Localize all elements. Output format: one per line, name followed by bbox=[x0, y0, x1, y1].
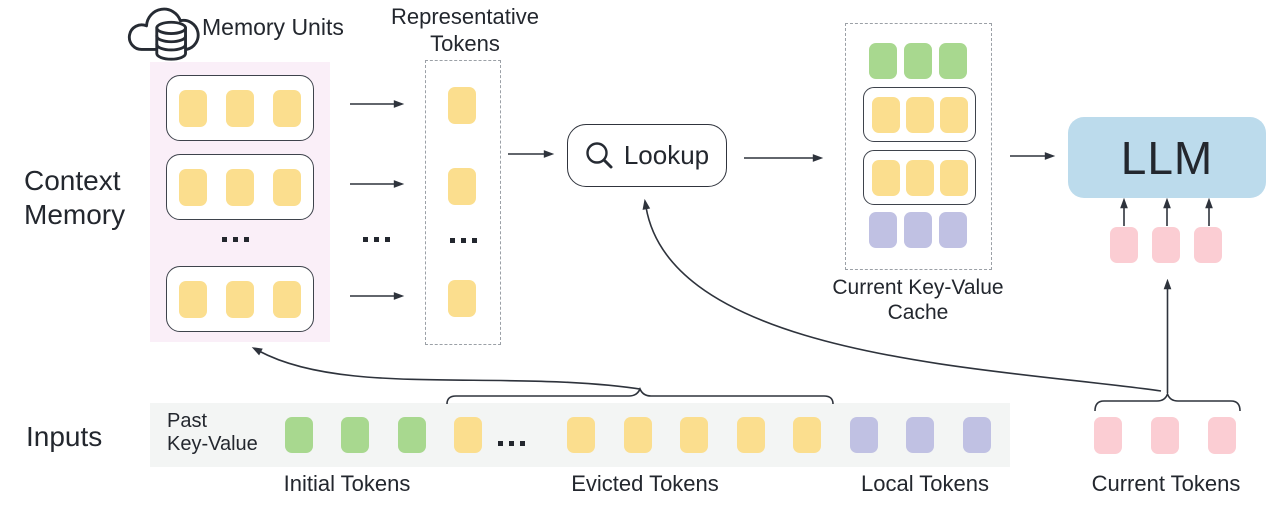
arrow-evicted-to-memory bbox=[251, 347, 641, 390]
memory-token bbox=[273, 89, 301, 127]
memory-unit-3 bbox=[166, 266, 314, 332]
memory-token bbox=[226, 168, 254, 206]
representative-tokens-label: Representative Tokens bbox=[391, 4, 539, 56]
ellipsis bbox=[450, 238, 477, 243]
local-token bbox=[904, 212, 932, 248]
memory-unit-2 bbox=[166, 154, 314, 220]
memory-token bbox=[905, 96, 934, 133]
context-memory-panel bbox=[150, 62, 330, 342]
llm-label: LLM bbox=[1120, 131, 1214, 184]
local-tokens-label: Local Tokens bbox=[860, 471, 989, 496]
current-token bbox=[1208, 417, 1236, 454]
initial-token bbox=[869, 43, 897, 79]
memory-token bbox=[226, 280, 254, 318]
current-tokens-label: Current Tokens bbox=[1091, 471, 1241, 496]
memory-token bbox=[939, 96, 968, 133]
llm-input-token bbox=[1110, 227, 1138, 263]
evicted-token bbox=[454, 417, 482, 453]
initial-token bbox=[341, 417, 369, 453]
memory-token bbox=[226, 89, 254, 127]
brace-evicted-tokens bbox=[446, 386, 834, 405]
initial-token bbox=[285, 417, 313, 453]
evicted-tokens-label: Evicted Tokens bbox=[571, 471, 719, 496]
memory-token bbox=[273, 168, 301, 206]
initial-token bbox=[904, 43, 932, 79]
kv-cache-box bbox=[845, 23, 992, 270]
cache-initial-tokens bbox=[869, 43, 967, 79]
evicted-token bbox=[793, 417, 821, 453]
local-token bbox=[869, 212, 897, 248]
cloud-database-icon bbox=[127, 7, 200, 61]
magnifier-icon bbox=[586, 141, 613, 168]
cache-memory-unit bbox=[863, 87, 976, 142]
memory-token bbox=[939, 159, 968, 196]
current-token bbox=[1094, 417, 1122, 454]
representative-token bbox=[448, 168, 476, 205]
memory-token bbox=[179, 89, 207, 127]
memory-token bbox=[871, 96, 900, 133]
lookup-button: Lookup bbox=[567, 124, 727, 187]
local-token bbox=[939, 212, 967, 248]
llm-box: LLM bbox=[1068, 117, 1266, 198]
llm-input-token bbox=[1152, 227, 1180, 263]
ellipsis bbox=[363, 237, 390, 242]
memory-units-label: Memory Units bbox=[202, 14, 344, 40]
cache-memory-unit bbox=[863, 150, 976, 205]
initial-token bbox=[939, 43, 967, 79]
local-token bbox=[906, 417, 934, 453]
representative-tokens-box bbox=[425, 60, 501, 345]
evicted-token bbox=[737, 417, 765, 453]
local-token bbox=[963, 417, 991, 453]
representative-token bbox=[448, 280, 476, 317]
initial-token bbox=[398, 417, 426, 453]
initial-tokens-label: Initial Tokens bbox=[283, 471, 411, 496]
llm-input-token bbox=[1194, 227, 1222, 263]
memory-token bbox=[179, 168, 207, 206]
evicted-token bbox=[624, 417, 652, 453]
inputs-label: Inputs bbox=[26, 421, 103, 452]
local-token bbox=[850, 417, 878, 453]
cache-local-tokens bbox=[869, 212, 967, 248]
lookup-label: Lookup bbox=[623, 140, 710, 170]
memory-unit-1 bbox=[166, 75, 314, 141]
memory-token bbox=[179, 280, 207, 318]
representative-token bbox=[448, 87, 476, 124]
memory-token bbox=[905, 159, 934, 196]
ellipsis bbox=[498, 441, 525, 446]
current-token bbox=[1151, 417, 1179, 454]
memory-token bbox=[871, 159, 900, 196]
kv-cache-label: Current Key-Value Cache bbox=[832, 276, 1004, 324]
brace-current-tokens bbox=[1094, 391, 1241, 412]
past-key-value-label: Past Key-Value bbox=[167, 410, 258, 455]
evicted-token bbox=[680, 417, 708, 453]
memory-token bbox=[273, 280, 301, 318]
ellipsis bbox=[222, 237, 249, 242]
evicted-token bbox=[567, 417, 595, 453]
context-memory-label: Context Memory bbox=[24, 165, 126, 230]
